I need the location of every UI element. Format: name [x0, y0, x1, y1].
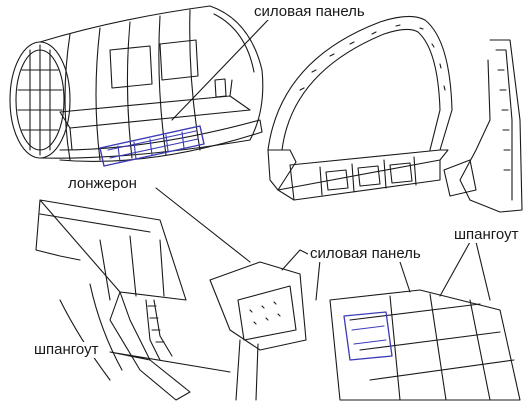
label-frame-left: шпангоут [32, 341, 101, 358]
fuselage-section [9, 5, 264, 167]
frame-ring [267, 15, 453, 201]
label-spar: лонжерон [66, 175, 139, 192]
frame-detail-right [443, 39, 523, 213]
panel-closeup [329, 289, 521, 401]
leader-line-panel-bottom [399, 261, 411, 293]
spar-wing-root [35, 199, 191, 401]
leader-line-panel-top [171, 19, 269, 121]
label-power-panel-bottom: силовая панель [308, 245, 423, 262]
label-frame-right: шпангоут [452, 226, 521, 243]
leader-line-spar [155, 187, 251, 263]
leader-line-frame-right [439, 241, 491, 301]
label-power-panel-top: силовая панель [252, 3, 367, 20]
leader-line-frame-left [109, 351, 231, 373]
joint-detail [209, 249, 321, 401]
